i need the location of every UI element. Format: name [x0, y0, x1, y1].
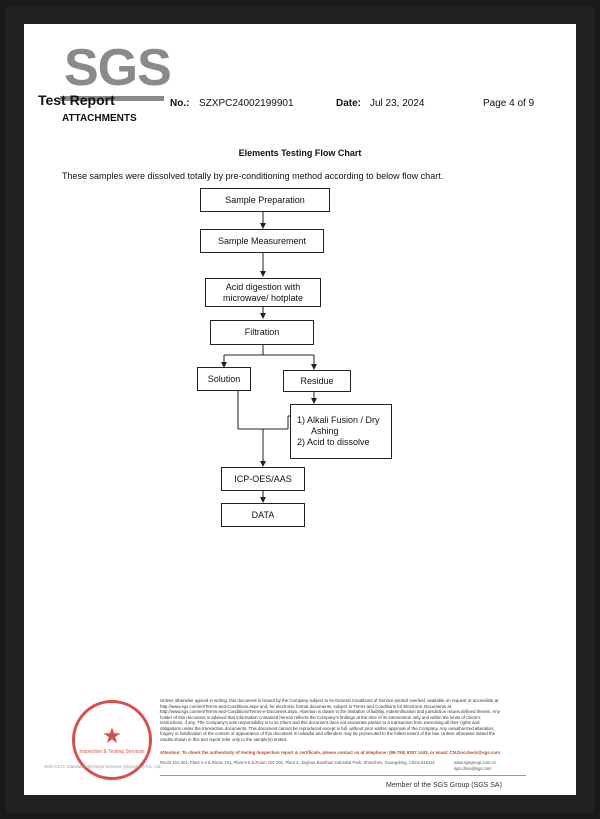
seal-text: Inspection & Testing Services: [79, 749, 145, 755]
report-no-label: No.:: [170, 98, 190, 109]
flow-box-solution: Solution: [197, 367, 251, 391]
footer-disclaimer: Unless otherwise agreed in writing, this…: [160, 698, 500, 742]
flow-box-data: DATA: [221, 503, 305, 527]
date-value: Jul 23, 2024: [370, 98, 425, 109]
footer-email: sgs.china@sgs.com: [454, 765, 492, 771]
document-page: SGS Test Report ATTACHMENTS No.: SZXPC24…: [24, 24, 576, 795]
page-number: Page 4 of 9: [483, 98, 535, 109]
flow-box-acid-digestion: Acid digestion with microwave/ hotplate: [205, 278, 321, 307]
report-title: Test Report: [38, 92, 115, 108]
footer-web: www.sgsgroup.com.cn: [454, 760, 496, 765]
seal-star-icon: ★: [102, 723, 122, 748]
member-text: Member of the SGS Group (SGS SA): [386, 782, 502, 789]
sgs-logo: SGS: [64, 39, 172, 97]
flow-connectors: [221, 212, 317, 503]
footer-divider: [160, 775, 526, 776]
logo-underline: [60, 96, 164, 101]
footer-contact: www.sgsgroup.com.cn sgs.china@sgs.com: [454, 760, 496, 772]
footer-alert: Attention: To check the authenticity of …: [160, 750, 500, 755]
footer-address: Room 101-401, Plant 1-4 & Room 101, Plan…: [160, 760, 435, 765]
report-no-value: SZXPC24002199901: [199, 98, 294, 109]
report-subtitle: ATTACHMENTS: [62, 113, 137, 124]
flow-box-alkali-fusion: 1) Alkali Fusion / Dry Ashing 2) Acid to…: [290, 404, 392, 459]
flow-box-sample-measurement: Sample Measurement: [200, 229, 324, 253]
footer-lab-name: SGS-CSTC Standards Technical Services (S…: [44, 764, 162, 769]
intro-text: These samples were dissolved totally by …: [62, 171, 444, 181]
date-label: Date:: [336, 98, 362, 109]
flow-box-icp-oes-aas: ICP-OES/AAS: [221, 467, 305, 491]
flow-box-sample-preparation: Sample Preparation: [200, 188, 330, 212]
alkali-line-2: Ashing: [311, 426, 339, 437]
alkali-line-1: 1) Alkali Fusion / Dry: [297, 415, 380, 426]
section-title: Elements Testing Flow Chart: [238, 148, 362, 158]
flow-box-residue: Residue: [283, 370, 351, 392]
flow-box-filtration: Filtration: [210, 320, 314, 345]
official-seal: ★ Inspection & Testing Services: [72, 700, 152, 780]
alkali-line-3: 2) Acid to dissolve: [297, 436, 370, 447]
